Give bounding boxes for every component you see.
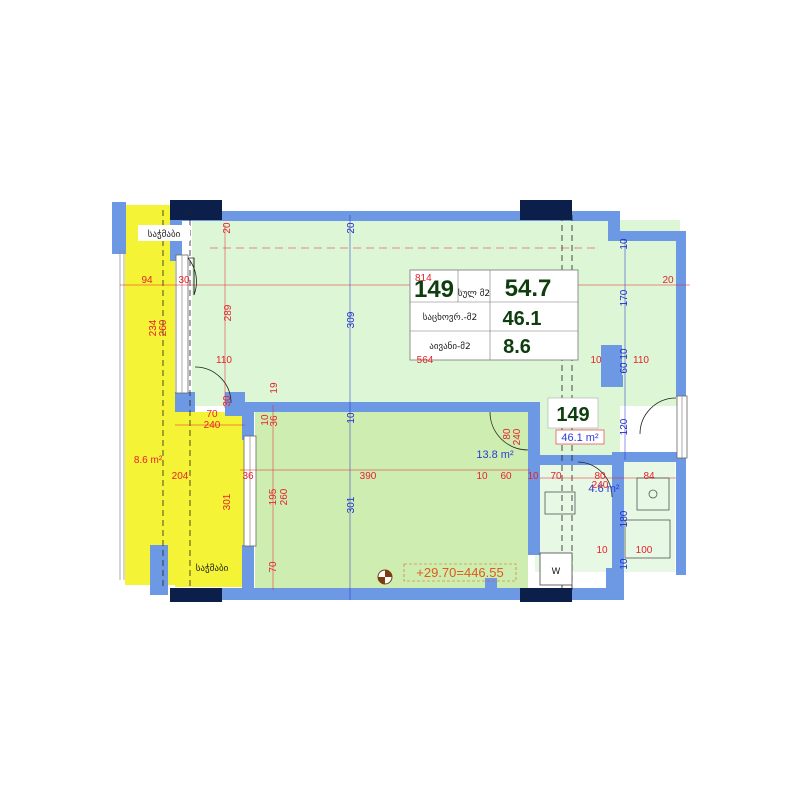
bathroom-area: 4.6 m²: [588, 483, 620, 495]
balcony-label-top-box: [138, 225, 190, 241]
dim-20-center: 20: [346, 222, 357, 234]
dim-10-left-mid: 10: [260, 414, 271, 426]
dim-289: 289: [223, 304, 234, 321]
dim-564: 564: [417, 355, 434, 366]
dim-240-door: 240: [512, 428, 523, 445]
balcony-floor: [125, 205, 175, 585]
apartment-number: 149: [414, 276, 454, 303]
total-area-label: სულ მ2: [458, 288, 490, 299]
dim-36-top: 36: [269, 415, 280, 427]
dim-10-bed-far: 10: [527, 471, 539, 482]
dimension-labels: 94 30 234 260 289 20 20 309 170 20 10 11…: [141, 222, 674, 573]
elevation-box: [403, 563, 517, 582]
dimension-lines: [120, 215, 690, 600]
bedroom-area: 13.8 m²: [476, 449, 514, 461]
dim-180: 180: [619, 510, 630, 527]
dim-70-bath: 70: [550, 471, 562, 482]
dim-204: 204: [172, 471, 189, 482]
balcony-floor-lower: [175, 412, 245, 587]
dim-84: 84: [643, 471, 655, 482]
dim-70-bottom: 70: [268, 561, 279, 573]
dim-10-bottom-right: 10: [619, 558, 630, 570]
dim-260-mid: 260: [279, 488, 290, 505]
dim-10-bath-bottom: 10: [596, 545, 608, 556]
dim-195: 195: [268, 488, 279, 505]
bathroom-fixtures: [544, 477, 671, 559]
balcony-label-top: საჭმაბი: [148, 229, 181, 240]
dim-80-bath: 80: [594, 471, 606, 482]
dim-10-bed-right: 10: [476, 471, 488, 482]
dim-30-top: 30: [178, 275, 190, 286]
washer-label: W: [552, 567, 561, 577]
dim-170: 170: [619, 289, 630, 306]
dim-10-top-right: 10: [619, 238, 630, 250]
dim-20-right: 20: [662, 275, 674, 286]
dim-100: 100: [636, 545, 653, 556]
window-mullions: [119, 250, 683, 580]
area-table: [409, 269, 579, 361]
dim-10-mid: 10: [590, 355, 602, 366]
doors: [187, 257, 677, 498]
dim-20-left: 20: [222, 222, 233, 234]
dim-10-center: 10: [346, 412, 357, 424]
dim-70-left: 70: [206, 409, 218, 420]
dim-390: 390: [360, 471, 377, 482]
dim-94: 94: [141, 275, 153, 286]
dim-19: 19: [269, 382, 280, 394]
balcony-area: 8.6 m²: [134, 455, 163, 466]
dim-36-mid: 36: [242, 471, 254, 482]
elevation-text: +29.70=446.55: [416, 565, 503, 580]
elevation-marker: [377, 569, 393, 585]
dim-234: 234: [148, 319, 159, 336]
dim-10-mid-right: 10: [619, 348, 630, 360]
badge-number: 149: [556, 404, 589, 426]
dim-301-left: 301: [222, 493, 233, 510]
dim-120: 120: [619, 418, 630, 435]
dim-301-center: 301: [346, 496, 357, 513]
apartment-badge: [547, 397, 599, 429]
living-area-label: საცხოვრ.-მ2: [423, 312, 478, 323]
bedroom-floor: [255, 410, 528, 590]
washer-box: [539, 552, 573, 586]
dim-260-left: 260: [158, 319, 169, 336]
dim-60-bed: 60: [500, 471, 512, 482]
badge-area-box: [555, 429, 605, 445]
balcony-area-label: აივანი-მ2: [429, 341, 470, 352]
living-area-value: 46.1: [503, 308, 542, 330]
total-area-value: 54.7: [505, 275, 552, 302]
dim-60: 60: [619, 362, 630, 374]
balcony-label-bottom: საჭმაბი: [196, 563, 229, 574]
dim-30-mid: 30: [222, 395, 233, 407]
dim-110-right: 110: [633, 355, 649, 366]
dim-240-bath: 240: [592, 480, 609, 491]
dim-80-door: 80: [502, 428, 513, 440]
dim-110-left: 110: [216, 355, 232, 366]
badge-area: 46.1 m²: [561, 432, 599, 444]
area-table-tiny: 814: [415, 273, 432, 284]
dim-309: 309: [346, 311, 357, 328]
balcony-area-value: 8.6: [503, 336, 531, 358]
dim-240-left: 240: [204, 420, 221, 431]
columns: [170, 200, 572, 602]
